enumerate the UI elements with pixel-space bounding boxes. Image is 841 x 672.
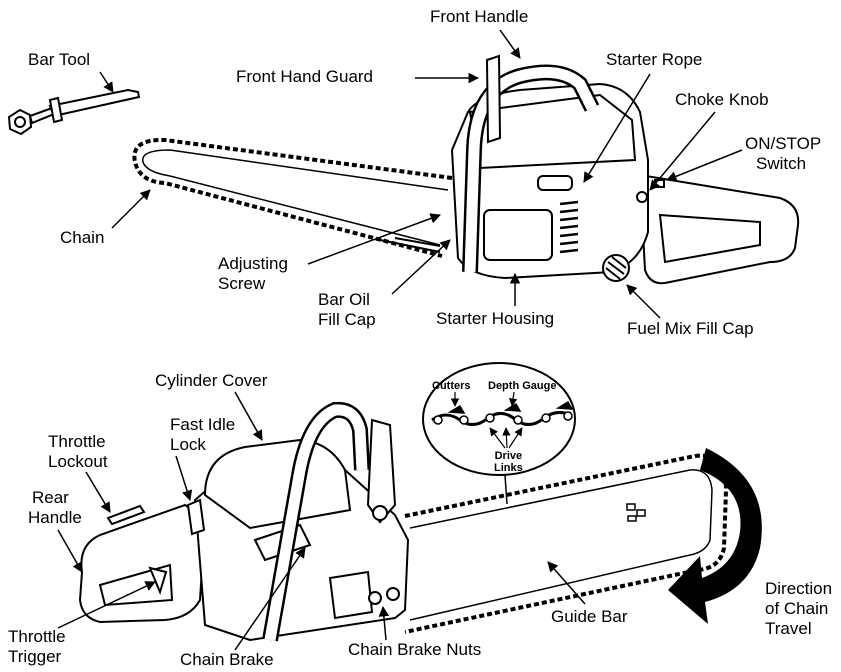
label-rear-handle: Rear Handle <box>28 488 82 528</box>
cylinder-cover-drawing <box>203 438 352 530</box>
rear-text: Rear <box>32 488 69 507</box>
fuel-mix-fill-cap-text: Fuel Mix Fill Cap <box>627 319 754 338</box>
switch-text: Switch <box>756 154 807 173</box>
label-fuel-mix-fill-cap: Fuel Mix Fill Cap <box>627 319 754 339</box>
label-adjusting-screw: Adjusting Screw <box>218 254 288 294</box>
of-chain-text: of Chain <box>765 599 829 618</box>
label-cylinder-cover: Cylinder Cover <box>155 371 267 391</box>
label-choke-knob: Choke Knob <box>675 90 769 110</box>
bar-tool-text: Bar Tool <box>28 50 91 69</box>
throttle-lockout-drawing <box>106 504 146 526</box>
label-starter-rope: Starter Rope <box>606 50 702 70</box>
chain-brake-lever-drawing <box>366 418 397 524</box>
label-chain: Chain <box>60 228 104 248</box>
front-hand-guard-text: Front Hand Guard <box>236 67 374 86</box>
fast-idle-lock-drawing <box>186 498 206 536</box>
depth-gauge-text: Depth Gauge <box>488 380 557 392</box>
lock-text: Lock <box>170 435 206 454</box>
top-guide-bar <box>132 137 453 258</box>
handle-text: Handle <box>28 508 82 527</box>
label-drive-links: Drive Links <box>494 450 523 474</box>
chain-brake-nut-1 <box>368 591 382 605</box>
starter-rope-text: Starter Rope <box>606 50 703 69</box>
on-stop-text: ON/STOP <box>745 134 822 153</box>
label-front-hand-guard: Front Hand Guard <box>236 67 373 87</box>
lockout-text: Lockout <box>48 452 108 471</box>
label-direction-of-chain-travel: Direction of Chain Travel <box>765 579 841 639</box>
throttle-text: Throttle <box>48 432 106 451</box>
bottom-guide-bar <box>404 453 729 634</box>
adjusting-text: Adjusting <box>218 254 288 273</box>
fast-idle-text: Fast Idle <box>170 415 236 434</box>
label-chain-brake: Chain Brake <box>180 650 274 670</box>
label-cutters: Cutters <box>432 380 471 392</box>
chain-text: Chain <box>60 228 105 247</box>
throttle-trigger-line1: Throttle <box>8 627 66 646</box>
label-bar-oil-fill-cap: Bar Oil Fill Cap <box>318 290 376 330</box>
label-starter-housing: Starter Housing <box>436 309 554 329</box>
chain-brake-nuts-text: Chain Brake Nuts <box>348 640 482 659</box>
chain-detail-inset <box>422 362 576 505</box>
cylinder-cover-text: Cylinder Cover <box>155 371 268 390</box>
bar-oil-text: Bar Oil <box>318 290 370 309</box>
label-bar-tool: Bar Tool <box>28 50 90 70</box>
bottom-front-handle <box>262 401 370 642</box>
label-fast-idle-lock: Fast Idle Lock <box>170 415 235 455</box>
throttle-trigger-drawing <box>148 566 168 595</box>
choke-knob-text: Choke Knob <box>675 90 769 109</box>
choke-knob-drawing <box>636 191 648 203</box>
chain-brake-nut-2 <box>386 587 400 601</box>
direction-of-travel-arrow <box>668 448 762 624</box>
front-handle-text: Front Handle <box>430 7 529 26</box>
top-front-handle <box>462 64 600 273</box>
top-front-hand-guard <box>485 54 502 144</box>
bottom-leader-lines <box>57 391 586 651</box>
links-text: Links <box>494 462 523 474</box>
label-on-stop-switch: ON/STOP Switch <box>745 134 821 174</box>
chain-brake-text: Chain Brake <box>180 650 274 669</box>
bar-tool-drawing <box>7 88 141 136</box>
drive-text: Drive <box>494 450 523 462</box>
screw-text: Screw <box>218 274 266 293</box>
starter-housing-text: Starter Housing <box>436 309 555 328</box>
label-depth-gauge: Depth Gauge <box>488 380 556 392</box>
label-throttle-lockout: Throttle Lockout <box>48 432 108 472</box>
travel-text: Travel <box>765 619 812 638</box>
top-chainsaw-body <box>450 82 800 285</box>
label-throttle-trigger: Throttle Trigger <box>8 627 66 667</box>
guide-bar-text: Guide Bar <box>551 607 628 626</box>
direction-text: Direction <box>765 579 833 598</box>
top-leader-lines <box>99 29 743 319</box>
label-guide-bar: Guide Bar <box>551 607 628 627</box>
cutters-text: Cutters <box>432 380 471 392</box>
starter-rope-grip <box>537 175 573 191</box>
label-front-handle: Front Handle <box>430 7 528 27</box>
throttle-trigger-line2: Trigger <box>8 647 62 666</box>
label-chain-brake-nuts: Chain Brake Nuts <box>348 640 481 660</box>
fill-cap-text: Fill Cap <box>318 310 376 329</box>
